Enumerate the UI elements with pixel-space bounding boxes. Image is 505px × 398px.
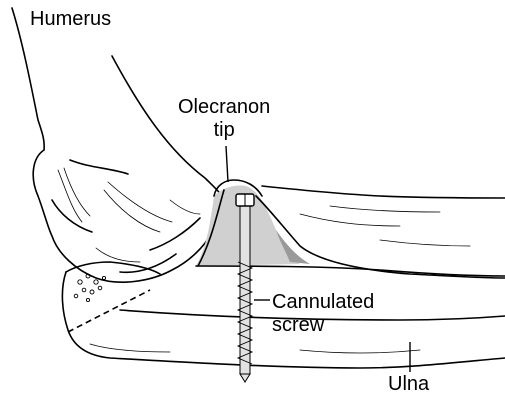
screw-tip bbox=[240, 374, 250, 382]
bone-texture bbox=[74, 274, 105, 302]
ulna-bone bbox=[62, 180, 505, 368]
humerus-shading bbox=[58, 168, 200, 262]
screw-label-line1: Cannulated bbox=[272, 291, 374, 314]
screw-label-line2: screw bbox=[272, 314, 374, 337]
olecranon-leader bbox=[226, 146, 228, 182]
humerus-bone bbox=[12, 8, 222, 282]
humerus-label: Humerus bbox=[30, 8, 111, 31]
olecranon-tip-label: Olecranon tip bbox=[178, 96, 270, 142]
olecranon-label-line1: Olecranon bbox=[178, 96, 270, 119]
cannulated-screw-label: Cannulated screw bbox=[272, 291, 374, 337]
olecranon-label-line2: tip bbox=[178, 119, 270, 142]
ulna-label: Ulna bbox=[388, 373, 429, 396]
